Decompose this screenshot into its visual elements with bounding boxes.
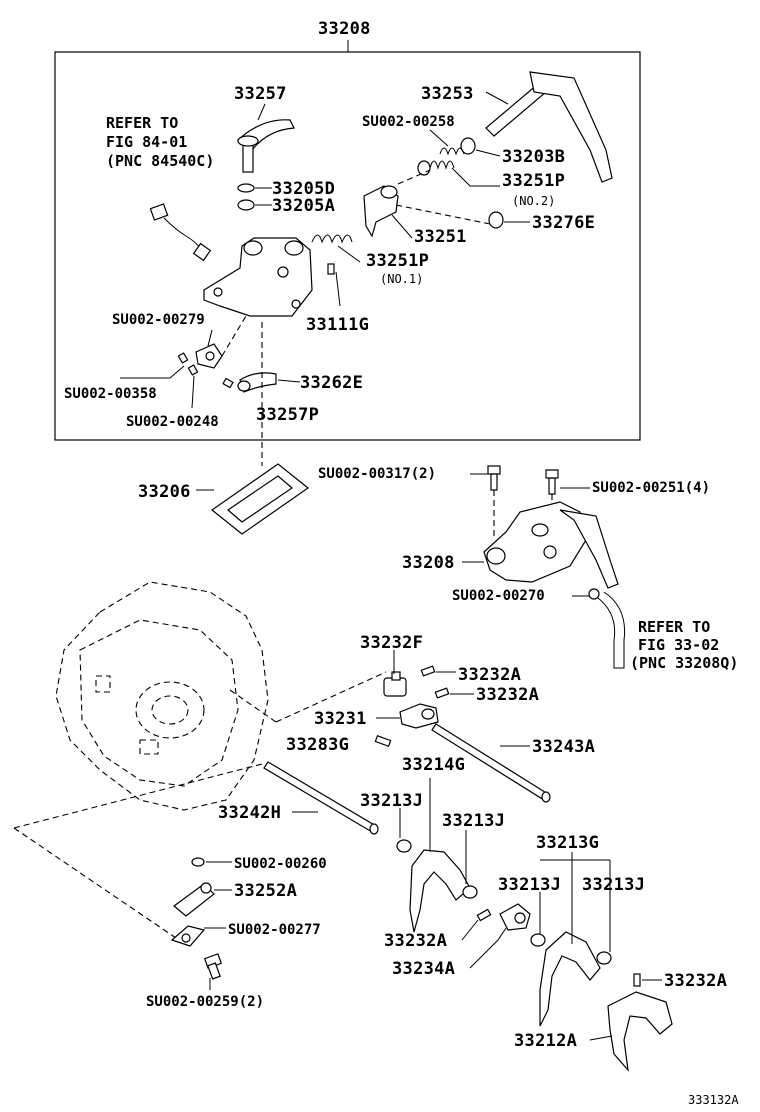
label-33242h[interactable]: 33242H [218, 803, 281, 823]
spring-33251p-no1[interactable] [311, 234, 353, 244]
label-33212a[interactable]: 33212A [514, 1031, 577, 1051]
hose-su002-00270[interactable] [588, 588, 626, 669]
assembly-label-33208[interactable]: 33208 [318, 19, 371, 39]
bushing-33276e[interactable] [488, 211, 504, 229]
label-su002-00270[interactable]: SU002-00270 [452, 588, 545, 604]
head-33234a[interactable] [499, 903, 531, 931]
label-su002-00258[interactable]: SU002-00258 [362, 114, 455, 130]
pin-33232a-4[interactable] [633, 973, 641, 987]
label-su002-00260[interactable]: SU002-00260 [234, 856, 327, 872]
lever-33252a[interactable] [173, 882, 215, 917]
shift-lever-33257[interactable] [237, 119, 295, 173]
label-33111g[interactable]: 33111G [306, 315, 369, 335]
label-su002-00259[interactable]: SU002-00259(2) [146, 994, 264, 1010]
rod-33243a[interactable] [431, 723, 551, 803]
label-no2: (NO.2) [512, 194, 555, 208]
label-33232a-4[interactable]: 33232A [664, 971, 727, 991]
fork-33214g[interactable] [396, 839, 478, 933]
label-su002-00277[interactable]: SU002-00277 [228, 922, 321, 938]
washer-33205a[interactable] [237, 199, 255, 211]
pin-33232a-3[interactable] [476, 908, 492, 922]
bolt-su002-00251[interactable] [545, 469, 559, 495]
pin-33257p[interactable] [222, 377, 234, 389]
label-33213j-4[interactable]: 33213J [582, 875, 645, 895]
label-33213j-3[interactable]: 33213J [498, 875, 561, 895]
label-33257[interactable]: 33257 [234, 84, 287, 104]
label-33213g[interactable]: 33213G [536, 833, 599, 853]
clip-su002-00260[interactable] [191, 857, 205, 867]
plate-su002-00279[interactable] [195, 343, 223, 369]
label-33213j-1[interactable]: 33213J [360, 791, 423, 811]
pin-33283g[interactable] [374, 735, 392, 747]
label-33257p[interactable]: 33257P [256, 405, 319, 425]
shift-head-33251[interactable] [363, 185, 399, 238]
label-33208-assy[interactable]: 33208 [402, 553, 455, 573]
label-33283g[interactable]: 33283G [286, 735, 349, 755]
refer-line-4: REFER TO [638, 618, 710, 636]
shift-housing-assembly[interactable] [483, 501, 619, 589]
label-33252a[interactable]: 33252A [234, 881, 297, 901]
label-su002-00248[interactable]: SU002-00248 [126, 414, 219, 430]
head-33232f[interactable] [383, 671, 407, 697]
label-33276e[interactable]: 33276E [532, 213, 595, 233]
label-33213j-2[interactable]: 33213J [442, 811, 505, 831]
shift-housing-upper[interactable] [203, 237, 313, 317]
label-33205d[interactable]: 33205D [272, 179, 335, 199]
pin-33111g[interactable] [327, 263, 335, 275]
label-33234a[interactable]: 33234A [392, 959, 455, 979]
rod-33242h[interactable] [263, 761, 379, 835]
footer-code: 333132A [688, 1093, 739, 1107]
label-su002-00358[interactable]: SU002-00358 [64, 386, 157, 402]
refer-line-6[interactable]: (PNC 33208Q) [630, 654, 738, 672]
plate-su002-00277[interactable] [170, 925, 206, 947]
label-33206[interactable]: 33206 [138, 482, 191, 502]
shift-head-33231[interactable] [399, 703, 439, 729]
seal-33203b[interactable] [460, 137, 476, 155]
refer-line-2[interactable]: FIG 84-01 [106, 133, 187, 151]
bolt-su002-00248[interactable] [187, 364, 199, 376]
washer-33205d[interactable] [237, 183, 255, 193]
refer-line-1: REFER TO [106, 114, 178, 132]
label-33251p-no1[interactable]: 33251P [366, 251, 429, 271]
spring-33251p-no2[interactable] [429, 160, 455, 170]
gasket-33206[interactable] [210, 463, 310, 535]
lever-33262e[interactable] [237, 372, 277, 393]
label-33262e[interactable]: 33262E [300, 373, 363, 393]
bolt-su002-00358[interactable] [177, 352, 189, 364]
label-no1: (NO.1) [380, 272, 423, 286]
label-33203b[interactable]: 33203B [502, 147, 565, 167]
label-su002-00251[interactable]: SU002-00251(4) [592, 480, 710, 496]
pin-33232a-1[interactable] [420, 665, 436, 677]
label-33243a[interactable]: 33243A [532, 737, 595, 757]
label-su002-00317[interactable]: SU002-00317(2) [318, 466, 436, 482]
label-33251p-no2[interactable]: 33251P [502, 171, 565, 191]
transmission-case [55, 581, 269, 811]
fork-33213g[interactable] [530, 931, 612, 1027]
label-33232a-1[interactable]: 33232A [458, 665, 521, 685]
label-33205a[interactable]: 33205A [272, 196, 335, 216]
label-33231[interactable]: 33231 [314, 709, 367, 729]
label-33214g[interactable]: 33214G [402, 755, 465, 775]
assembly-box [54, 51, 641, 441]
refer-line-5[interactable]: FIG 33-02 [638, 636, 719, 654]
switch-connector[interactable] [149, 203, 212, 262]
bolt-su002-00317[interactable] [487, 465, 501, 491]
spring-su002-00258[interactable] [439, 147, 465, 156]
pin-33232a-2[interactable] [434, 687, 450, 699]
refer-line-3[interactable]: (PNC 84540C) [106, 152, 214, 170]
label-33232a-3[interactable]: 33232A [384, 931, 447, 951]
bolt-su002-00259[interactable] [203, 953, 223, 980]
label-33232a-2[interactable]: 33232A [476, 685, 539, 705]
label-su002-00279[interactable]: SU002-00279 [112, 312, 205, 328]
shift-shaft-33253[interactable] [485, 71, 613, 183]
label-33232f[interactable]: 33232F [360, 633, 423, 653]
label-33253[interactable]: 33253 [421, 84, 474, 104]
label-33251[interactable]: 33251 [414, 227, 467, 247]
fork-33212a[interactable] [607, 991, 673, 1072]
